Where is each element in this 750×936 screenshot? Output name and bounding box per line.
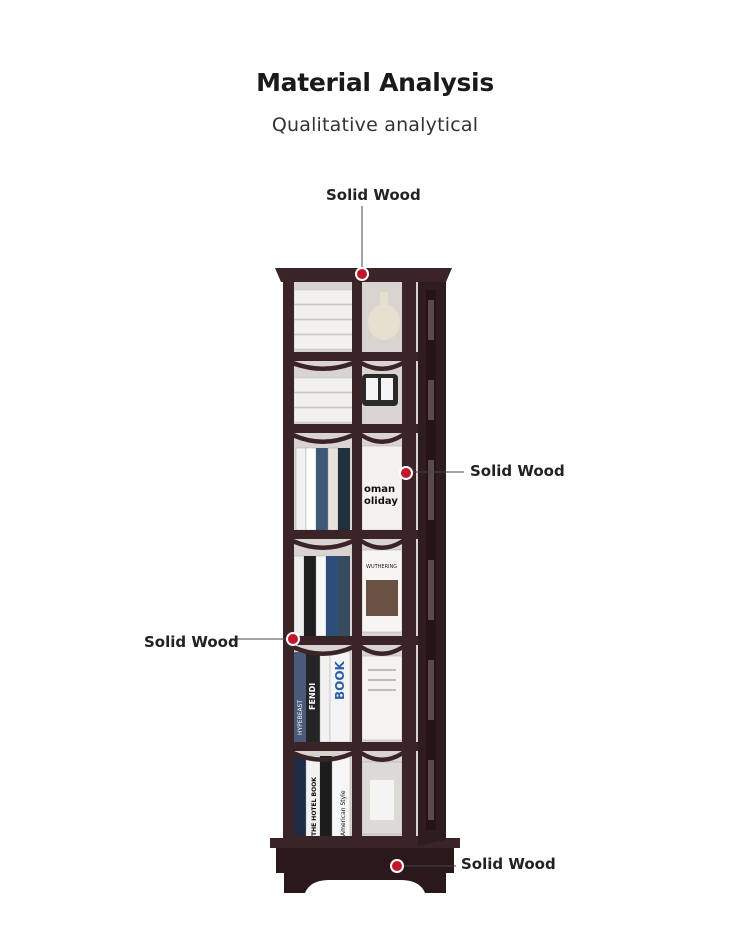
marker-dot-middle-left bbox=[286, 632, 300, 646]
marker-dot-top bbox=[355, 267, 369, 281]
page-title: Material Analysis bbox=[256, 68, 494, 97]
shelf-post-center bbox=[352, 282, 362, 842]
shelf-feet bbox=[284, 873, 446, 893]
svg-text:FENDI: FENDI bbox=[308, 683, 317, 710]
marker-dot-middle-right bbox=[399, 466, 413, 480]
svg-text:THE HOTEL BOOK: THE HOTEL BOOK bbox=[311, 777, 318, 836]
marker-dot-base bbox=[390, 859, 404, 873]
shelf-post-left bbox=[283, 282, 294, 842]
page-subtitle: Qualitative analytical bbox=[271, 114, 479, 136]
callout-label-top: Solid Wood bbox=[326, 186, 421, 204]
svg-text:HYPEBEAST: HYPEBEAST bbox=[297, 700, 304, 735]
shelf-base bbox=[276, 845, 454, 873]
svg-text:BOOK: BOOK bbox=[333, 660, 347, 700]
svg-text:American Style: American Style bbox=[340, 790, 347, 836]
svg-text:oliday: oliday bbox=[364, 496, 398, 507]
svg-text:WUTHERING: WUTHERING bbox=[366, 564, 397, 570]
shelf-post-right bbox=[402, 282, 416, 842]
callout-label-base: Solid Wood bbox=[461, 855, 556, 873]
callout-label-middle-right: Solid Wood bbox=[470, 462, 565, 480]
callout-label-middle-left: Solid Wood bbox=[144, 633, 239, 651]
cover-text: oman bbox=[364, 484, 395, 495]
